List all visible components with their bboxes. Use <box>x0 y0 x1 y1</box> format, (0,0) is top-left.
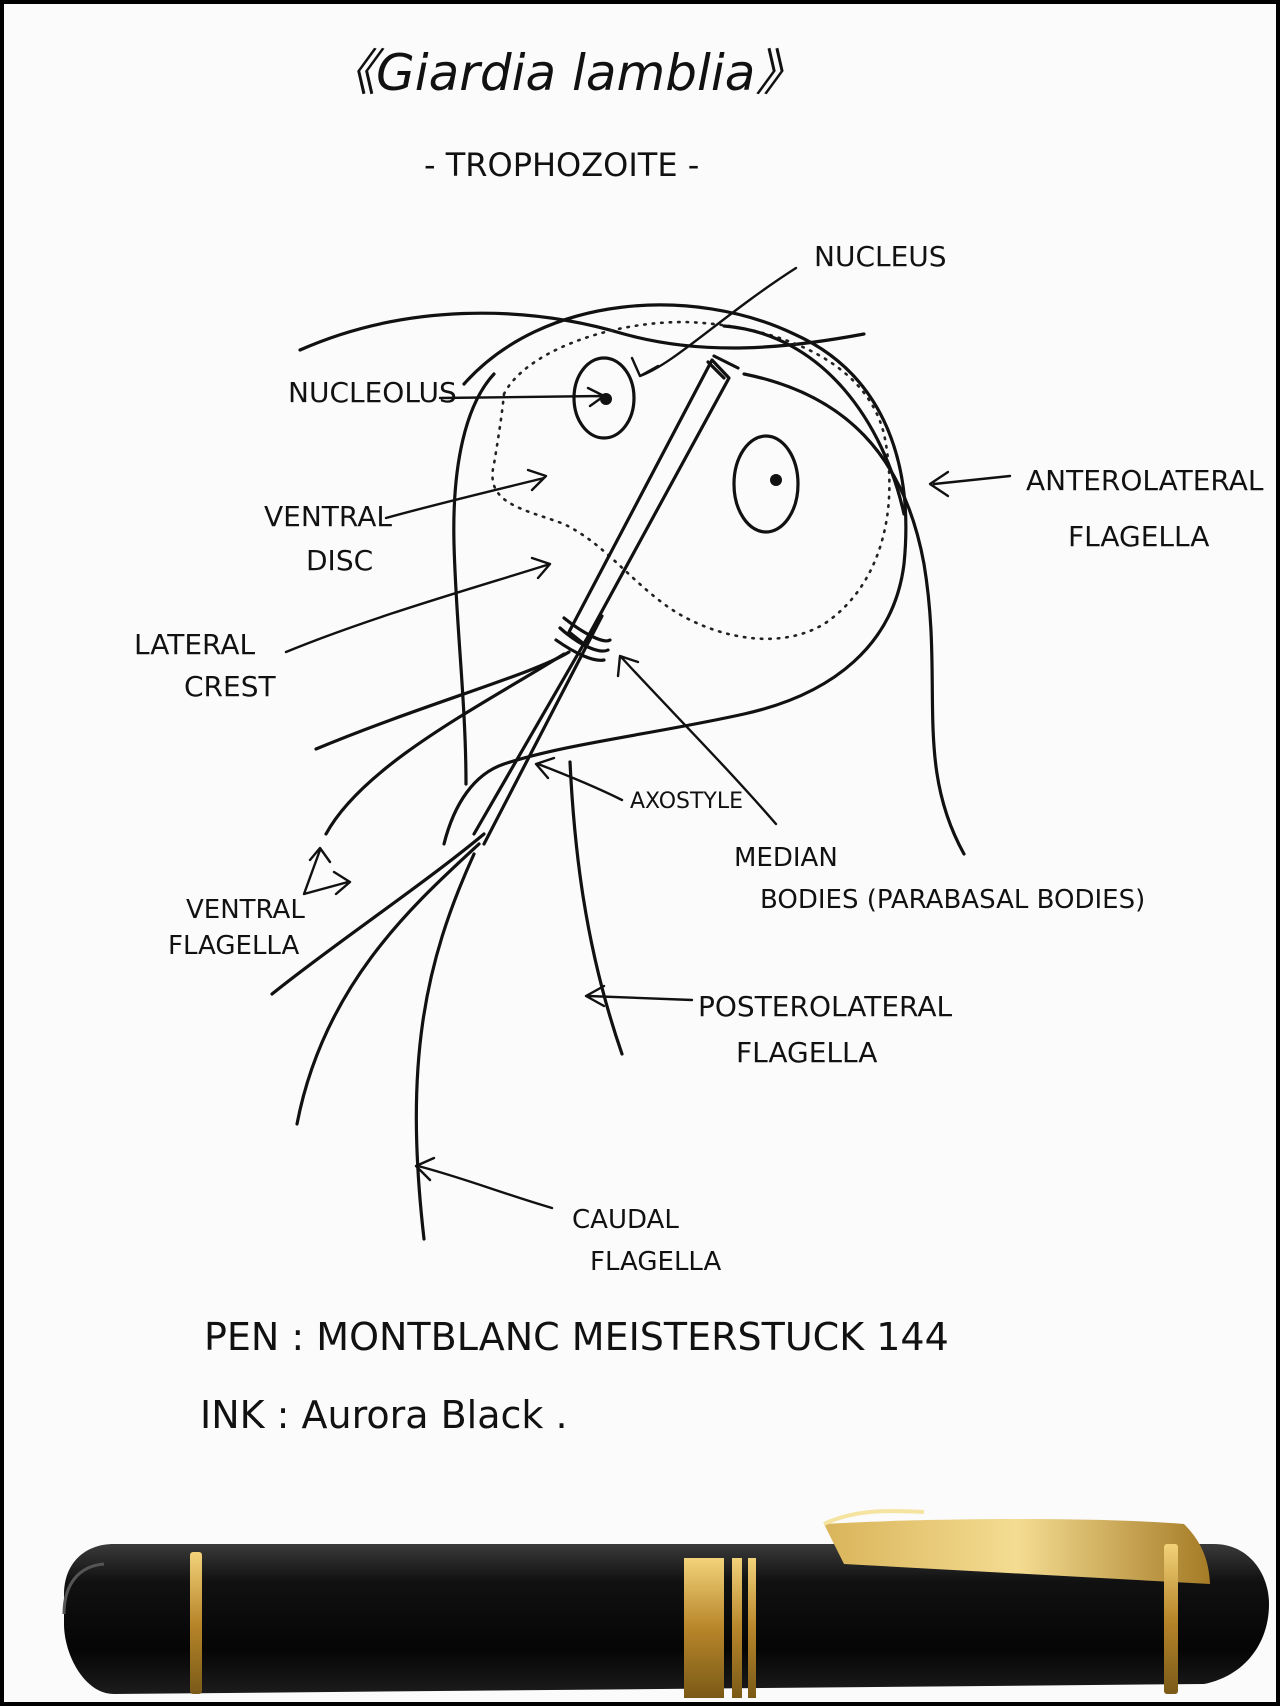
ventral-disc-outline <box>492 322 889 639</box>
label-posterolateral-1: POSTEROLATERAL <box>698 990 952 1023</box>
flagella <box>272 326 964 1239</box>
giardia-drawing: 《Giardia lamblia》 - TROPHOZOITE - NUC <box>4 4 1276 1702</box>
paper-sheet: 《Giardia lamblia》 - TROPHOZOITE - NUC <box>4 4 1276 1702</box>
label-ventral-disc-1: VENTRAL <box>264 500 392 533</box>
label-ventral-flagella-2: FLAGELLA <box>168 931 300 961</box>
label-median-1: MEDIAN <box>734 843 838 873</box>
label-anterolateral-2: FLAGELLA <box>1068 520 1209 553</box>
diagram-title: 《Giardia lamblia》 <box>326 44 805 102</box>
label-posterolateral-2: FLAGELLA <box>736 1036 877 1069</box>
label-caudal-2: FLAGELLA <box>590 1247 722 1277</box>
note-pen: PEN : MONTBLANC MEISTERSTUCK 144 <box>204 1315 949 1359</box>
note-ink: INK : Aurora Black . <box>200 1393 568 1437</box>
label-lateral-crest-1: LATERAL <box>134 628 255 661</box>
label-ventral-disc-2: DISC <box>306 544 373 577</box>
label-nucleus: NUCLEUS <box>814 240 947 273</box>
fountain-pen-image <box>64 1511 1269 1698</box>
right-nucleus <box>734 436 798 532</box>
label-ventral-flagella-1: VENTRAL <box>186 895 305 925</box>
label-anterolateral-1: ANTEROLATERAL <box>1026 464 1264 497</box>
label-axostyle: AXOSTYLE <box>630 789 743 814</box>
diagram-subtitle: - TROPHOZOITE - <box>424 146 699 184</box>
labels: NUCLEUS NUCLEOLUS ANTEROLATERAL FLAGELLA… <box>134 240 1264 1277</box>
label-median-2: BODIES (PARABASAL BODIES) <box>760 885 1145 915</box>
label-caudal-1: CAUDAL <box>572 1205 679 1235</box>
label-lateral-crest-2: CREST <box>184 670 276 703</box>
right-nucleolus <box>770 474 782 486</box>
label-nucleolus: NUCLEOLUS <box>288 376 457 409</box>
